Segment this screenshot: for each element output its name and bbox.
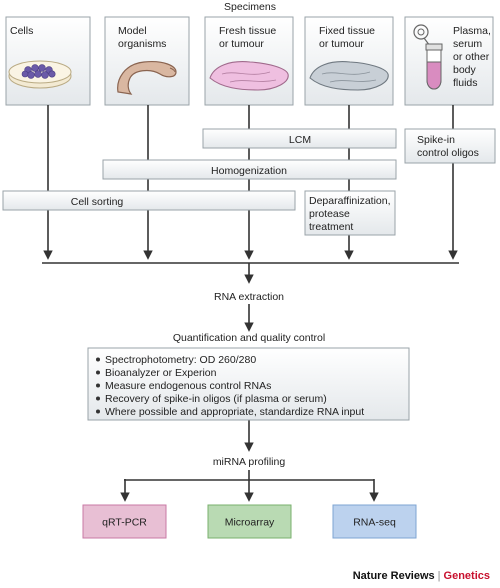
qc-list: Spectrophotometry: OD 260/280Bioanalyzer… xyxy=(96,354,364,418)
spike-in-label: Spike-in control oligos xyxy=(417,134,479,159)
deparaffinization-box: Deparaffinization, protease treatment xyxy=(304,190,396,236)
qc-item: Recovery of spike-in oligos (if plasma o… xyxy=(105,393,327,405)
publisher-name: Nature Reviews xyxy=(352,570,435,582)
qc-item: Measure endogenous control RNAs xyxy=(105,380,271,392)
sample-tube-icon xyxy=(413,24,443,90)
specimen-card-fixed-tissue xyxy=(304,16,394,106)
method-box-qrt-pcr: qRT-PCR xyxy=(82,504,167,539)
qc-item: Where possible and appropriate, standard… xyxy=(105,406,364,418)
homogenization-box: Homogenization xyxy=(102,159,397,180)
qc-item: Spectrophotometry: OD 260/280 xyxy=(105,354,256,366)
petri-dish-icon xyxy=(8,60,72,89)
qc-title: Quantification and quality control xyxy=(173,332,325,344)
fixed-tissue-icon xyxy=(309,61,389,91)
homogenization-label: Homogenization xyxy=(211,165,287,177)
method-boxes: qRT-PCR Microarray RNA-seq xyxy=(82,504,417,539)
footer-separator: | xyxy=(437,570,441,582)
lcm-box: LCM xyxy=(202,128,397,149)
method-label: RNA-seq xyxy=(353,517,396,529)
qc-bullet xyxy=(96,357,100,362)
specimen-card-plasma xyxy=(404,16,494,106)
specimens-label: Specimens xyxy=(224,1,276,13)
lcm-label: LCM xyxy=(289,134,311,146)
qc-bullet xyxy=(96,383,100,388)
collector-lines xyxy=(42,262,459,502)
qc-item: Bioanalyzer or Experion xyxy=(105,367,217,379)
fresh-tissue-icon xyxy=(209,61,289,91)
journal-name: Genetics xyxy=(443,570,490,582)
cell-sorting-label: Cell sorting xyxy=(71,196,124,208)
deparaffinization-label: Deparaffinization, protease treatment xyxy=(309,195,393,233)
spike-in-box: Spike-in control oligos xyxy=(404,128,496,164)
rna-extraction-label: RNA extraction xyxy=(214,291,284,303)
method-label: qRT-PCR xyxy=(102,517,147,529)
footer-credit: Nature Reviews|Genetics xyxy=(353,570,490,582)
qc-bullet xyxy=(96,370,100,375)
profiling-title: miRNA profiling xyxy=(213,456,286,468)
method-box-microarray: Microarray xyxy=(207,504,292,539)
specimen-label-cells: Cells xyxy=(10,25,33,37)
qc-box: Spectrophotometry: OD 260/280Bioanalyzer… xyxy=(87,347,410,421)
worm-icon xyxy=(117,61,177,95)
qc-bullet xyxy=(96,409,100,414)
cell-sorting-box: Cell sorting xyxy=(2,190,296,211)
qc-bullet xyxy=(96,396,100,401)
method-label: Microarray xyxy=(225,517,275,529)
method-box-rna-seq: RNA-seq xyxy=(332,504,417,539)
specimen-card-fresh-tissue xyxy=(204,16,294,106)
